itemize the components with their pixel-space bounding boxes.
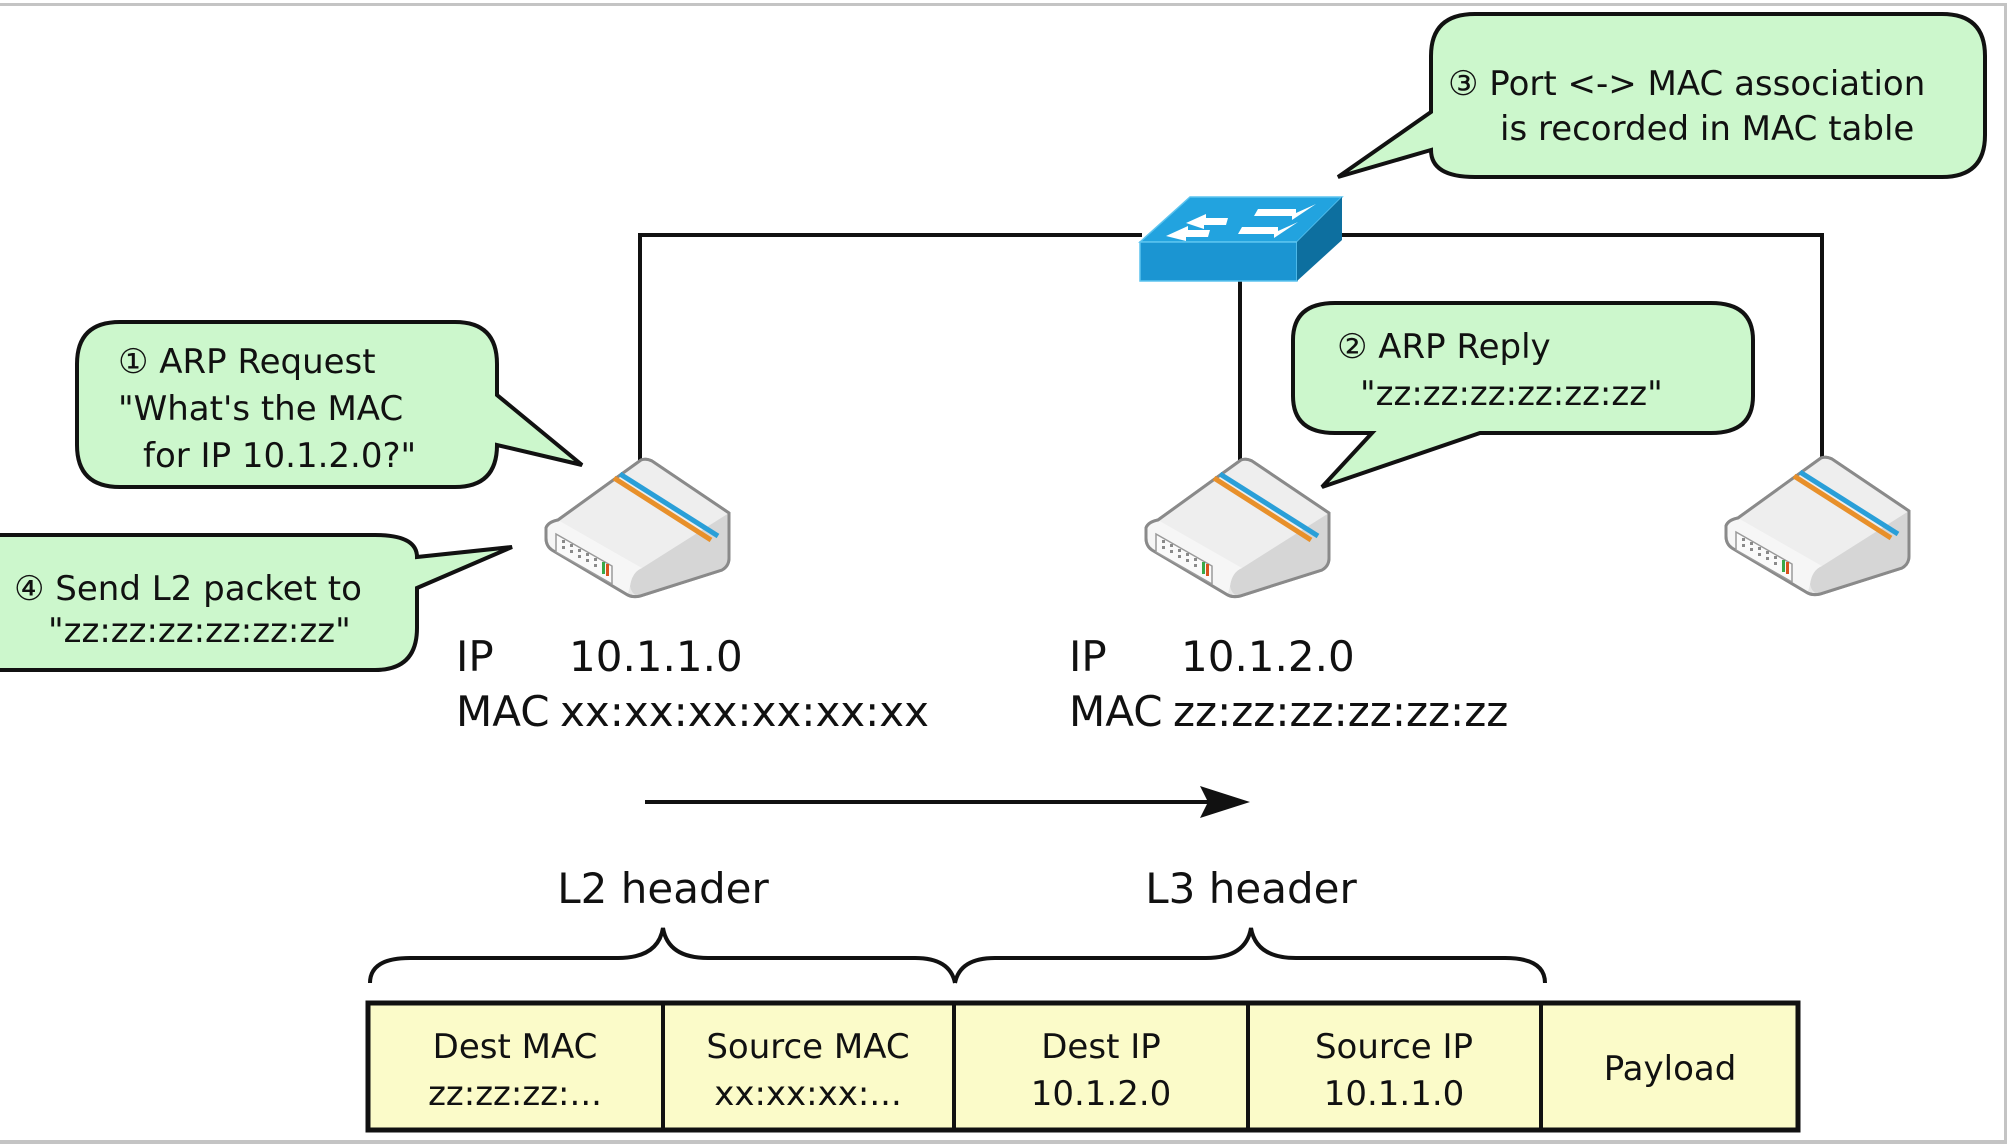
packet-cell-dest-ip: Dest IP 10.1.2.0 [1031, 1027, 1172, 1114]
l3-brace [953, 927, 1547, 984]
bubble-mac-table-line-1: ③ Port <-> MAC association [1448, 64, 1925, 104]
cell-value: zz:zz:zz:... [428, 1074, 602, 1114]
bubble-send-packet-line-2: "zz:zz:zz:zz:zz:zz" [48, 611, 351, 651]
frame-border-right [2004, 3, 2007, 1144]
bubble-send-packet: ④ Send L2 packet to "zz:zz:zz:zz:zz:zz" [0, 533, 513, 672]
network-links [638, 233, 1824, 462]
host-left-address: IP 10.1.1.0 MAC xx:xx:xx:xx:xx:xx [456, 632, 929, 736]
bubble-mac-table-line-2: is recorded in MAC table [1500, 109, 1914, 149]
host-middle-ip-value: 10.1.2.0 [1181, 632, 1355, 681]
bubble-arp-reply-line-2: "zz:zz:zz:zz:zz:zz" [1360, 374, 1663, 414]
bubble-arp-request-line-1: ① ARP Request [118, 342, 376, 382]
l2-brace [368, 927, 957, 984]
braces [368, 927, 1547, 984]
bubble-mac-table: ③ Port <-> MAC association is recorded i… [1336, 12, 1987, 179]
packet-format: Dest MAC zz:zz:zz:... Source MAC xx:xx:x… [365, 1000, 1801, 1133]
host-middle-ip-label: IP [1069, 632, 1107, 681]
packet-cell-source-mac: Source MAC xx:xx:xx:... [706, 1027, 909, 1114]
host-left-ip-label: IP [456, 632, 494, 681]
cell-value: xx:xx:xx:... [714, 1074, 902, 1114]
cell-title: Source MAC [706, 1027, 909, 1067]
host-middle-router-icon[interactable] [1146, 459, 1329, 596]
link-right-host [1340, 233, 1824, 458]
cell-title: Source IP [1315, 1027, 1473, 1067]
l3-header-label: L3 header [1145, 864, 1357, 913]
host-left-ip-value: 10.1.1.0 [569, 632, 743, 681]
l2-header-label: L2 header [557, 864, 769, 913]
network-switch-icon[interactable] [1138, 196, 1344, 282]
packet-cell-dest-mac: Dest MAC zz:zz:zz:... [428, 1027, 602, 1114]
bubble-arp-request: ① ARP Request "What's the MAC for IP 10.… [75, 320, 584, 489]
host-right-router-icon[interactable] [1726, 457, 1909, 594]
direction-arrow [645, 786, 1250, 818]
bubble-arp-request-line-3: for IP 10.1.2.0?" [143, 436, 416, 476]
host-left-router-icon[interactable] [546, 459, 729, 596]
host-middle-mac-value: zz:zz:zz:zz:zz:zz [1173, 687, 1508, 736]
host-middle-mac-label: MAC [1069, 687, 1163, 736]
host-left-mac-label: MAC [456, 687, 550, 736]
bubble-arp-reply: ② ARP Reply "zz:zz:zz:zz:zz:zz" [1291, 301, 1755, 489]
bubble-arp-request-line-2: "What's the MAC [118, 389, 403, 429]
cell-title: Payload [1604, 1049, 1737, 1089]
cell-title: Dest MAC [433, 1027, 598, 1067]
bubble-arp-reply-line-1: ② ARP Reply [1337, 327, 1551, 367]
bubble-send-packet-line-1: ④ Send L2 packet to [14, 569, 362, 609]
frame-border-bottom [0, 1140, 2007, 1144]
host-left-mac-value: xx:xx:xx:xx:xx:xx [560, 687, 929, 736]
host-middle-address: IP 10.1.2.0 MAC zz:zz:zz:zz:zz:zz [1069, 632, 1508, 736]
cell-title: Dest IP [1041, 1027, 1160, 1067]
cell-value: 10.1.2.0 [1031, 1074, 1172, 1114]
link-left-host [638, 233, 1142, 462]
packet-cell-source-ip: Source IP 10.1.1.0 [1315, 1027, 1473, 1114]
cell-value: 10.1.1.0 [1324, 1074, 1465, 1114]
frame-border-top [0, 3, 2006, 6]
packet-cell-payload: Payload [1604, 1049, 1737, 1089]
